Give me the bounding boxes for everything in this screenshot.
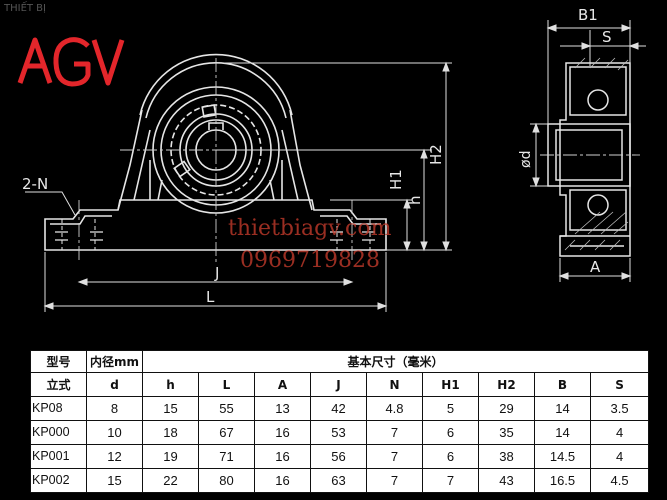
table-cell: 29	[478, 396, 535, 421]
dims-header: 基本尺寸（毫米）	[141, 350, 650, 373]
table-cell: 4	[589, 420, 650, 445]
table-cell: 13	[254, 396, 311, 421]
table-cell: 14.5	[534, 444, 591, 469]
table-cell: 7	[422, 468, 479, 493]
table-cell: 71	[198, 444, 255, 469]
table-cell: 56	[310, 444, 367, 469]
table-cell: 15	[86, 468, 143, 493]
table-cell: 3.5	[589, 396, 650, 421]
b1-label: B1	[578, 6, 598, 24]
table-cell: 14	[534, 420, 591, 445]
slot-label: 2-N	[22, 175, 48, 193]
side-view	[547, 62, 631, 257]
table-cell: 4.8	[366, 396, 423, 421]
table-cell: 42	[310, 396, 367, 421]
h1-label: H1	[387, 169, 405, 190]
table-cell: 18	[142, 420, 199, 445]
table-cell: 35	[478, 420, 535, 445]
table-cell: 10	[86, 420, 143, 445]
table-cell: 63	[310, 468, 367, 493]
table-cell: 19	[142, 444, 199, 469]
side-dimensions	[530, 20, 646, 282]
table-cell: 67	[198, 420, 255, 445]
table-cell: 53	[310, 420, 367, 445]
h-label: h	[406, 195, 424, 205]
table-cell: 38	[478, 444, 535, 469]
col-header: h	[142, 372, 199, 397]
table-cell: 6	[422, 420, 479, 445]
table-cell: 7	[366, 420, 423, 445]
table-cell: 16	[254, 468, 311, 493]
table-cell: KP000	[30, 420, 87, 445]
l-label: L	[206, 288, 215, 306]
table-row: KP000 10 18 67 16 53 7 6 35 14 4	[30, 420, 650, 445]
j-label: J	[214, 264, 219, 282]
col-header: B	[534, 372, 591, 397]
table-cell: 80	[198, 468, 255, 493]
table-cell: 7	[366, 468, 423, 493]
table-cell: 4	[589, 444, 650, 469]
table-row: KP002 15 22 80 16 63 7 7 43 16.5 4.5	[30, 468, 650, 493]
table-row: KP08 8 15 55 13 42 4.8 5 29 14 3.5	[30, 396, 650, 421]
col-header: H2	[478, 372, 535, 397]
front-dimensions	[25, 61, 452, 312]
centerlines	[78, 58, 353, 262]
corner-watermark: THIẾT BỊ	[3, 0, 46, 14]
table-cell: 5	[422, 396, 479, 421]
side-hatching	[564, 57, 629, 251]
table-cell: 22	[142, 468, 199, 493]
h2-label: H2	[427, 144, 445, 165]
col-header: 立式	[30, 372, 87, 397]
header-row-1: 型号 内径mm 基本尺寸（毫米）	[30, 350, 650, 373]
col-header: L	[198, 372, 255, 397]
table-cell: 16	[254, 444, 311, 469]
col-header: A	[254, 372, 311, 397]
table-cell: KP002	[30, 468, 87, 493]
table-cell: 12	[86, 444, 143, 469]
table-cell: 14	[534, 396, 591, 421]
agv-logo	[17, 37, 125, 87]
site-watermark: thietbiagv.com	[228, 216, 392, 241]
table-cell: 15	[142, 396, 199, 421]
table-cell: 7	[366, 444, 423, 469]
table-cell: KP08	[30, 396, 87, 421]
model-header: 型号	[30, 350, 87, 373]
s-label: S	[602, 28, 612, 46]
col-header: S	[589, 372, 650, 397]
col-header: d	[86, 372, 143, 397]
col-header: H1	[422, 372, 479, 397]
bore-label: ød	[518, 151, 534, 168]
spec-table: 型号 内径mm 基本尺寸（毫米） 立式 d h L A J N H1 H2 B …	[30, 350, 650, 493]
table-cell: 43	[478, 468, 535, 493]
col-header: J	[310, 372, 367, 397]
table-cell: 4.5	[589, 468, 650, 493]
phone-watermark: 0969719828	[240, 248, 380, 273]
table-cell: KP001	[30, 444, 87, 469]
table-cell: 6	[422, 444, 479, 469]
table-cell: 16.5	[534, 468, 591, 493]
table-row: KP001 12 19 71 16 56 7 6 38 14.5 4	[30, 444, 650, 469]
bore-header: 内径mm	[86, 350, 143, 373]
col-header: N	[366, 372, 423, 397]
table-cell: 8	[86, 396, 143, 421]
header-row-2: 立式 d h L A J N H1 H2 B S	[30, 372, 650, 397]
a-label: A	[590, 258, 601, 276]
table-cell: 55	[198, 396, 255, 421]
table-cell: 16	[254, 420, 311, 445]
